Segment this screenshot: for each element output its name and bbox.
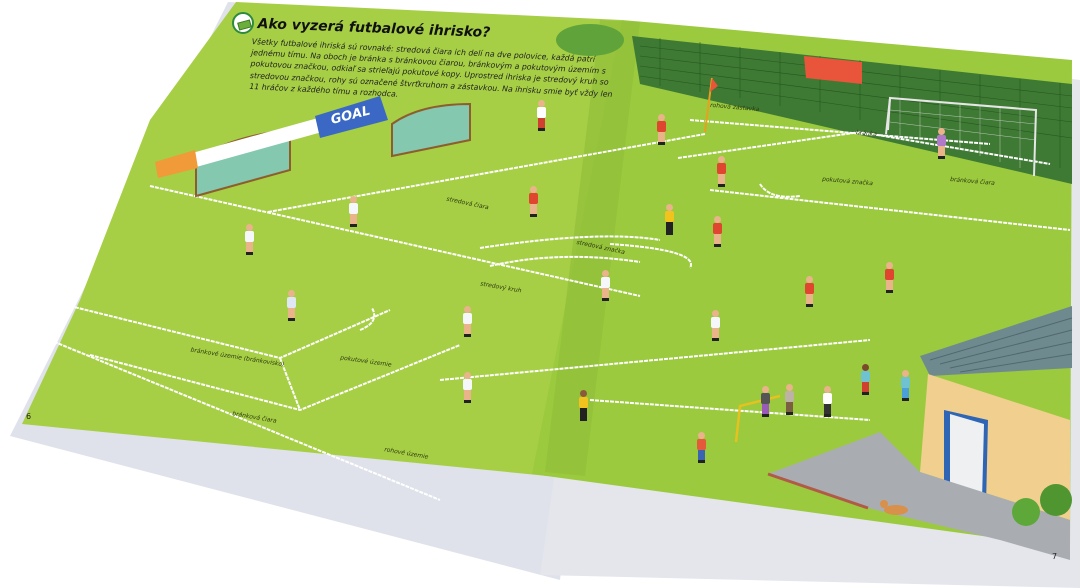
player-blue-2	[244, 224, 254, 255]
player-red-kicking	[716, 156, 726, 187]
player-blue-6	[710, 310, 720, 341]
player-blue-stretch	[600, 270, 610, 301]
football-pitch-icon	[232, 12, 254, 34]
referee-assistant	[578, 390, 588, 421]
player-blue-3	[348, 196, 358, 227]
player-red-1	[528, 186, 538, 217]
spectator-2	[784, 384, 794, 415]
spectator-3	[860, 364, 870, 395]
player-blue-1	[286, 290, 296, 321]
goalkeeper-purple	[936, 128, 946, 159]
spectator-4	[900, 370, 910, 401]
spectator-child	[696, 432, 706, 463]
page-number-right: 7	[1052, 552, 1058, 561]
goalkeeper-yellow	[664, 204, 674, 235]
spectator-wheelchair	[822, 386, 832, 417]
page-number-left: 6	[26, 412, 32, 421]
spectator-1	[760, 386, 770, 417]
player-blue-4	[462, 306, 472, 337]
player-blue-5	[462, 372, 472, 403]
player-red-4	[884, 262, 894, 293]
player-red-sitting	[804, 276, 814, 307]
coach	[536, 100, 546, 131]
player-red-3	[712, 216, 722, 247]
player-red-2	[656, 114, 666, 145]
